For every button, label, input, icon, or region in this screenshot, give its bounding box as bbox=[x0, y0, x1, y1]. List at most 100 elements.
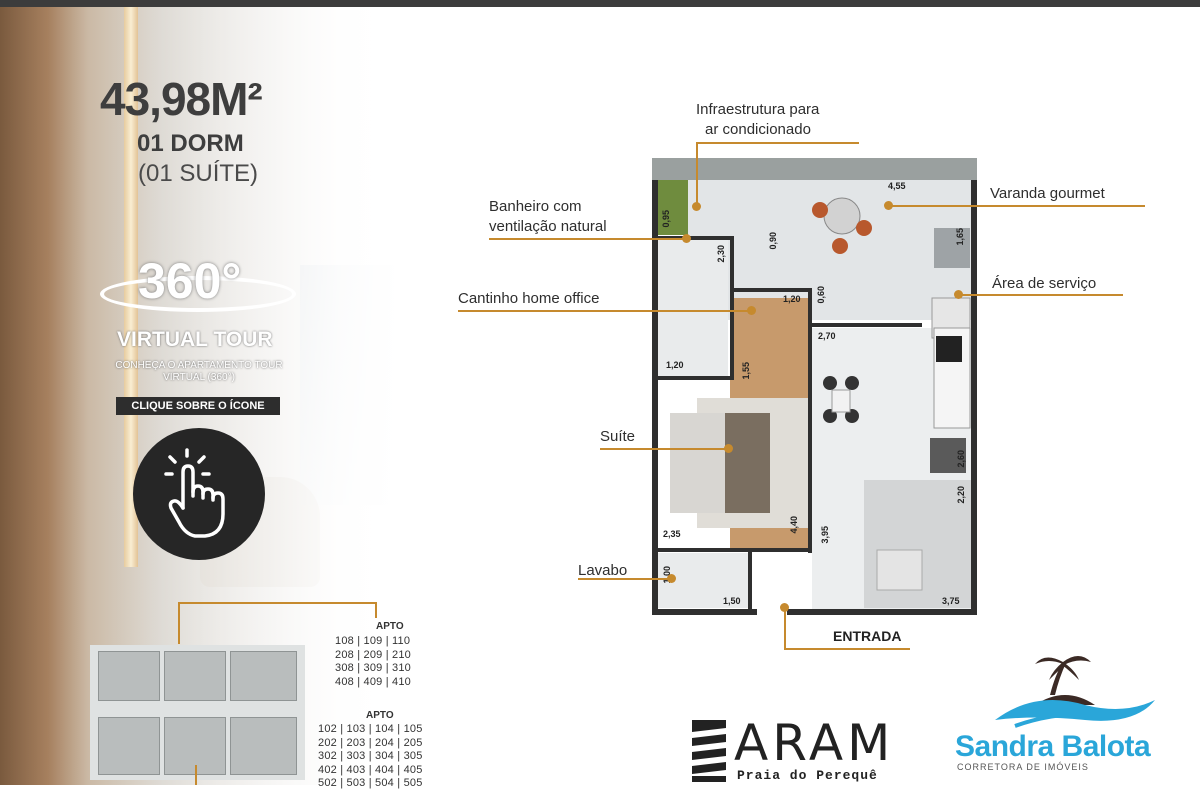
chair bbox=[812, 202, 828, 218]
aram-subtitle: Praia do Perequê bbox=[737, 768, 878, 783]
unit-row: 308 | 309 | 310 bbox=[335, 662, 411, 674]
laundry-machine bbox=[934, 228, 970, 268]
unit-pointer-line bbox=[195, 765, 197, 785]
dimension-label: 2,60 bbox=[956, 450, 966, 468]
tour-360-number: 360° bbox=[138, 253, 242, 309]
dimension-label: 1,55 bbox=[741, 362, 751, 380]
aram-wordmark: ARAM bbox=[734, 714, 895, 772]
bathroom-floor bbox=[658, 238, 728, 378]
unit-pointer-line bbox=[178, 602, 180, 644]
dining-table bbox=[831, 389, 851, 413]
dimension-label: 1,50 bbox=[723, 596, 741, 606]
tour-360-badge[interactable]: 360° bbox=[100, 250, 300, 320]
building-block bbox=[230, 717, 297, 775]
sandra-balota-logo: Sandra Balota CORRETORA DE IMÓVEIS bbox=[955, 650, 1190, 785]
callout-line bbox=[696, 142, 859, 144]
unit-row: 202 | 203 | 204 | 205 bbox=[318, 737, 423, 749]
round-table bbox=[823, 197, 861, 235]
callout-banheiro-line1: Banheiro com bbox=[489, 198, 582, 215]
callout-infra-line2: ar condicionado bbox=[705, 121, 811, 138]
callout-lavabo: Lavabo bbox=[578, 562, 628, 579]
callout-dot bbox=[682, 234, 691, 243]
callout-dot bbox=[667, 574, 676, 583]
callout-line bbox=[489, 238, 685, 240]
chair bbox=[856, 220, 872, 236]
apto-title: APTO bbox=[366, 710, 394, 721]
callout-line bbox=[600, 448, 727, 450]
callout-infra-line1: Infraestrutura para bbox=[696, 101, 820, 118]
chair bbox=[823, 376, 837, 390]
unit-row: 408 | 409 | 410 bbox=[335, 676, 411, 688]
dimension-label: 2,70 bbox=[818, 331, 836, 341]
unit-row: 402 | 403 | 404 | 405 bbox=[318, 764, 423, 776]
virtual-tour-label: VIRTUAL TOUR bbox=[117, 328, 273, 351]
sandra-balota-tagline: CORRETORA DE IMÓVEIS bbox=[957, 762, 1089, 772]
aram-logo: ARAM Praia do Perequê bbox=[692, 714, 912, 785]
building-block bbox=[230, 651, 297, 701]
balcony-planter bbox=[652, 158, 977, 180]
dimension-label: 3,75 bbox=[942, 596, 960, 606]
walls bbox=[652, 180, 977, 615]
unit-row: 102 | 103 | 104 | 105 bbox=[318, 723, 423, 735]
chair bbox=[845, 376, 859, 390]
unit-row: 208 | 209 | 210 bbox=[335, 649, 411, 661]
floor-plan bbox=[652, 158, 977, 615]
callout-servico: Área de serviço bbox=[992, 275, 1097, 292]
callout-dot bbox=[954, 290, 963, 299]
callout-line bbox=[958, 294, 1123, 296]
dimension-label: 1,65 bbox=[955, 228, 965, 246]
virtual-tour-description: CONHEÇA O APARTAMENTO TOUR VIRTUAL (360°… bbox=[115, 360, 283, 383]
dimension-label: 2,20 bbox=[956, 486, 966, 504]
fridge bbox=[930, 438, 966, 473]
callout-line bbox=[458, 310, 750, 312]
site-plan-image bbox=[90, 645, 305, 780]
top-bar bbox=[0, 0, 1200, 7]
callout-varanda: Varanda gourmet bbox=[990, 185, 1105, 202]
dimension-label: 0,60 bbox=[816, 286, 826, 304]
callout-home-office: Cantinho home office bbox=[458, 290, 600, 307]
callout-line bbox=[784, 648, 910, 650]
suite-count: (01 SUÍTE) bbox=[138, 160, 259, 187]
callout-banheiro-line2: ventilação natural bbox=[489, 218, 607, 235]
bed bbox=[720, 413, 770, 513]
tap-hand-icon bbox=[164, 448, 225, 538]
sofa bbox=[876, 549, 923, 591]
aram-logo-mark bbox=[692, 720, 726, 782]
building-block bbox=[98, 717, 160, 775]
apto-title: APTO bbox=[376, 621, 404, 632]
bedroom-count: 01 DORM bbox=[137, 130, 244, 157]
dimension-label: 1,20 bbox=[783, 294, 801, 304]
palm-island-wave-icon bbox=[995, 656, 1155, 728]
bed-linen bbox=[670, 413, 725, 513]
click-icon-instruction: CLIQUE SOBRE O ÍCONE bbox=[116, 397, 280, 415]
rotation-ring-icon bbox=[100, 276, 296, 312]
dimension-label: 0,90 bbox=[768, 232, 778, 250]
unit-row: 502 | 503 | 504 | 505 bbox=[318, 777, 423, 789]
unit-area: 43,98M² bbox=[100, 73, 263, 125]
building-block bbox=[164, 651, 226, 701]
chair bbox=[832, 238, 848, 254]
dimension-label: 1,20 bbox=[666, 360, 684, 370]
unit-row: 108 | 109 | 110 bbox=[335, 635, 411, 647]
unit-pointer-line bbox=[178, 602, 376, 604]
dimension-label: 3,95 bbox=[820, 526, 830, 544]
dimension-label: 2,30 bbox=[716, 245, 726, 263]
dimension-label: 4,40 bbox=[789, 516, 799, 534]
cooktop bbox=[936, 336, 962, 362]
unit-row: 302 | 303 | 304 | 305 bbox=[318, 750, 423, 762]
dimension-label: 0,95 bbox=[661, 210, 671, 228]
callout-line bbox=[784, 607, 786, 649]
building-block bbox=[98, 651, 160, 701]
callout-dot bbox=[724, 444, 733, 453]
virtual-tour-button[interactable] bbox=[133, 428, 265, 560]
dimension-label: 4,55 bbox=[888, 181, 906, 191]
sandra-balota-name: Sandra Balota bbox=[955, 730, 1151, 763]
callout-entrada: ENTRADA bbox=[833, 628, 902, 644]
callout-line bbox=[578, 578, 670, 580]
callout-line bbox=[888, 205, 1145, 207]
dimension-label: 2,35 bbox=[663, 529, 681, 539]
callout-dot bbox=[692, 202, 701, 211]
callout-line bbox=[696, 142, 698, 206]
callout-dot bbox=[747, 306, 756, 315]
callout-suite: Suíte bbox=[600, 428, 636, 445]
